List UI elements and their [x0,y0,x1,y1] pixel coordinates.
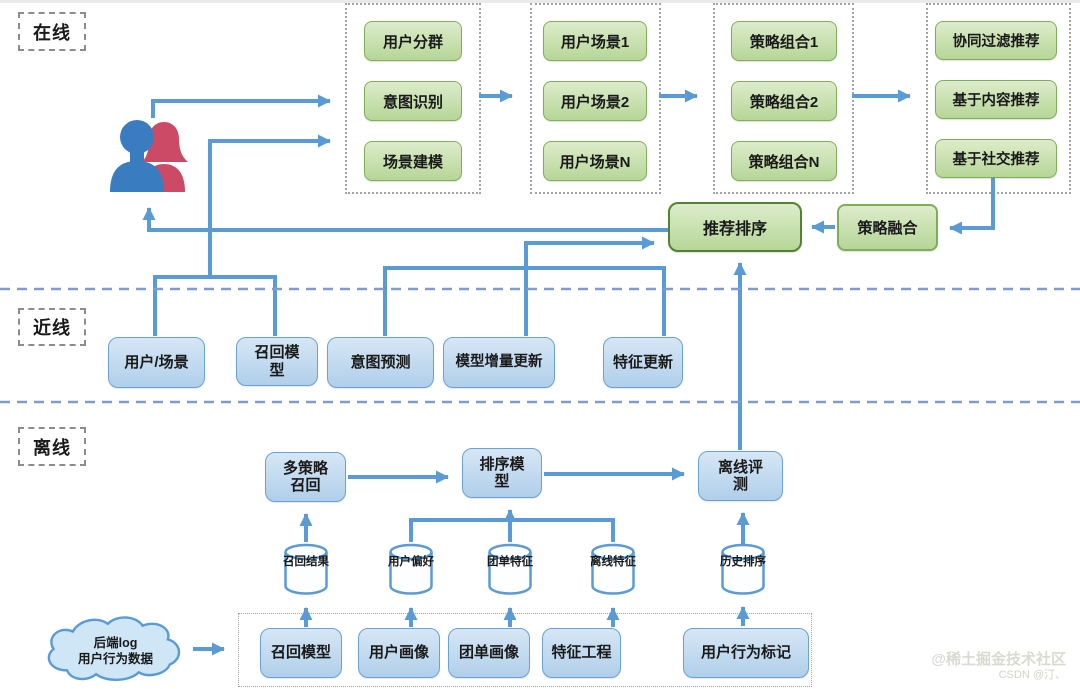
node-strategy-combo-1: 策略组合1 [731,21,837,61]
node-strategy-combo-n: 策略组合N [731,141,837,181]
node-model-incremental-update: 模型增量更新 [443,337,555,388]
node-feature-update: 特征更新 [603,337,683,388]
node-offline-evaluation: 离线评测 [698,451,783,501]
cylinder-icon [591,543,635,595]
label-online: 在线 [18,12,86,51]
node-user-scene-n: 用户场景N [543,141,647,181]
node-recommend-ranking: 推荐排序 [668,202,802,252]
node-user-segmentation: 用户分群 [364,21,462,61]
job-recall-model: 召回模型 [260,628,342,678]
cylinder-icon [721,543,765,595]
datastore-user-preference: 用户偏好 [388,543,434,595]
job-feature-engineering: 特征工程 [542,628,621,678]
cloud-backend-log: 后端log 用户行为数据 [38,614,193,686]
node-recall-model-nearline: 召回模型 [236,337,318,386]
datastore-history-ranking: 历史排序 [720,543,766,595]
cloud-icon [47,616,181,681]
job-user-behavior-tagging: 用户行为标记 [683,628,809,678]
watermark: @稀土掘金技术社区 CSDN @汀、 [931,651,1066,684]
label-offline: 离线 [18,427,86,466]
node-user-scene-nearline: 用户/场景 [108,337,205,388]
cylinder-icon [284,543,328,595]
datastore-offline-features: 离线特征 [590,543,636,595]
node-strategy-fusion: 策略融合 [837,204,938,251]
cloud-text-line1: 后端log [93,636,138,650]
node-strategy-combo-2: 策略组合2 [731,81,837,121]
node-user-scene-1: 用户场景1 [543,21,647,61]
cylinder-icon [488,543,532,595]
section-separator-lines [0,287,1080,404]
node-intent-prediction: 意图预测 [327,337,434,388]
node-social-based-rec: 基于社交推荐 [935,139,1057,178]
node-content-based-rec: 基于内容推荐 [935,80,1057,119]
node-intent-recognition: 意图识别 [364,81,462,121]
cylinder-icon [389,543,433,595]
users-icon [106,110,196,199]
watermark-line1: @稀土掘金技术社区 [931,650,1066,668]
job-deal-profile: 团单画像 [448,628,530,678]
cloud-text-line2: 用户行为数据 [77,651,153,666]
node-scene-modeling: 场景建模 [364,141,462,181]
datastore-recall-results: 召回结果 [283,543,329,595]
watermark-line2: CSDN @汀、 [998,669,1066,682]
datastore-deal-features: 团单特征 [487,543,533,595]
node-collab-filter-rec: 协同过滤推荐 [935,21,1057,60]
node-user-scene-2: 用户场景2 [543,81,647,121]
label-nearline: 近线 [18,308,86,346]
node-ranking-model: 排序模型 [462,448,542,498]
job-user-profile: 用户画像 [358,628,440,678]
top-edge-strip [0,0,1080,3]
node-multi-strategy-recall: 多策略召回 [265,452,346,502]
